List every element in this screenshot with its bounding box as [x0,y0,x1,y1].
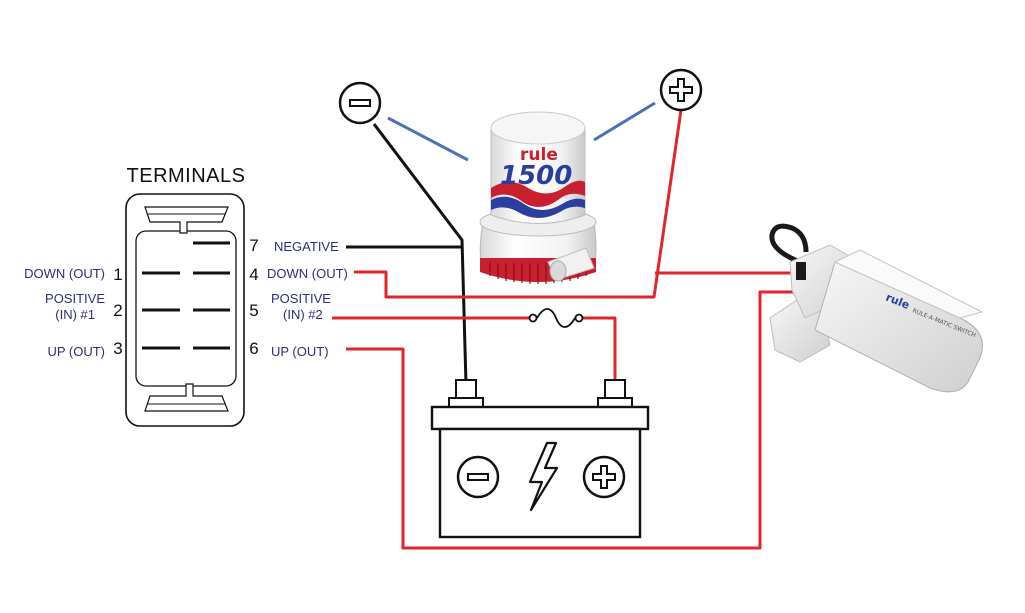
terminal-5-label-line2: (IN) #2 [283,307,323,322]
right-terminal-labels: 7 NEGATIVE 4 DOWN (OUT) 5 POSITIVE (IN) … [249,236,348,359]
lightning-bolt-icon [528,441,559,512]
terminal-5-label-line1: POSITIVE [271,291,331,306]
wires [332,101,800,550]
pump-positive-lead [593,101,656,142]
bilge-pump: rule 1500 [479,111,597,284]
terminal-1-number: 1 [113,265,122,284]
terminal-7-number: 7 [249,236,258,255]
pump-model: 1500 [500,161,572,191]
battery [430,379,650,539]
battery-plus-icon [582,455,626,499]
terminal-7-label: NEGATIVE [274,239,339,254]
terminal-3-number: 3 [113,339,122,358]
terminal-2-label-line1: POSITIVE [45,291,105,306]
rocker-switch [125,193,245,427]
left-terminal-labels: DOWN (OUT) 1 POSITIVE (IN) #1 2 UP (OUT)… [24,265,123,359]
fuse-to-battery-wire [583,316,617,384]
terminal-4-number: 4 [249,265,258,284]
down-out-wire [354,109,683,299]
pump-negative-lead [387,116,469,162]
battery-minus-icon [456,455,500,499]
switch-contacts [142,241,230,350]
terminal-6-number: 6 [249,339,258,358]
terminal-2-number: 2 [113,301,122,320]
terminal-3-label: UP (OUT) [47,344,105,359]
minus-icon [338,81,382,125]
terminal-5-number: 5 [249,301,258,320]
terminals-title: TERMINALS [127,165,246,187]
terminal-2-label-line2: (IN) #1 [55,307,95,322]
plus-icon [659,68,703,112]
fuse-icon [528,308,584,328]
up-out-wire [346,290,798,550]
float-switch: rule RULE-A-MATIC SWITCH [769,223,984,393]
terminal-6-label: UP (OUT) [271,344,329,359]
terminal-1-label: DOWN (OUT) [24,266,105,281]
terminal-4-label: DOWN (OUT) [267,266,348,281]
pump-brand: rule [520,145,558,165]
negative-wire [372,123,468,385]
